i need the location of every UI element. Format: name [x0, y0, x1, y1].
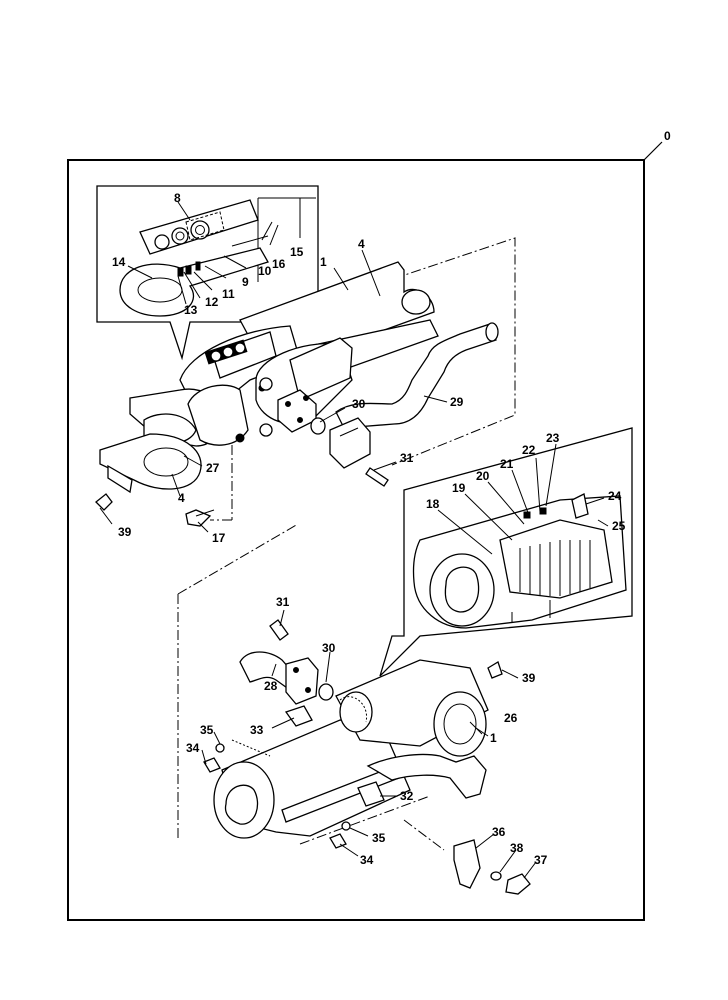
cylinder-tube-assembly: [177, 523, 531, 895]
seal-detail-inset: [96, 185, 319, 361]
rod-and-piston-assembly: [95, 237, 516, 527]
callout-18: 18: [426, 497, 440, 511]
inset-leaders: [127, 201, 279, 305]
callout-38: 38: [510, 841, 524, 855]
callout-34-upper: 34: [186, 741, 200, 755]
callout-15: 15: [290, 245, 304, 259]
callout-22: 22: [522, 443, 536, 457]
callout-13: 13: [184, 303, 198, 317]
callout-14: 14: [112, 255, 126, 269]
diagram-frame: [67, 159, 645, 921]
callout-34-lower: 34: [360, 853, 374, 867]
callout-17: 17: [212, 531, 226, 545]
callout-33: 33: [250, 723, 264, 737]
callout-25: 25: [612, 519, 626, 533]
callout-4-lower: 4: [178, 491, 185, 505]
callout-39-lower: 39: [522, 671, 536, 685]
callout-12: 12: [205, 295, 219, 309]
sheet-leader: [643, 141, 663, 161]
part-callouts: 8 15 16 10 9 14 11 12 13 1 4 29 30 31 27…: [112, 191, 626, 867]
lower-leaders: [201, 609, 537, 879]
callout-30-lower: 30: [322, 641, 336, 655]
callout-4-upper: 4: [358, 237, 365, 251]
upper-leaders: [99, 249, 448, 533]
callout-27: 27: [206, 461, 220, 475]
callout-20: 20: [476, 469, 490, 483]
callout-39-upper: 39: [118, 525, 132, 539]
callout-32: 32: [400, 789, 414, 803]
callout-10: 10: [258, 264, 272, 278]
callout-1-upper: 1: [320, 255, 327, 269]
callout-37: 37: [534, 853, 548, 867]
callout-29: 29: [450, 395, 464, 409]
callout-31-upper: 31: [400, 451, 414, 465]
piston-detail-inset: [379, 427, 633, 677]
callout-30-upper: 30: [352, 397, 366, 411]
callout-8: 8: [174, 191, 181, 205]
callout-31-lower: 31: [276, 595, 290, 609]
right-inset-leaders: [437, 443, 609, 555]
callout-24: 24: [608, 489, 622, 503]
callout-35-upper: 35: [200, 723, 214, 737]
callout-28: 28: [264, 679, 278, 693]
callout-1-lower: 1: [490, 731, 497, 745]
callout-26: 26: [504, 711, 518, 725]
callout-16: 16: [272, 257, 286, 271]
callout-36: 36: [492, 825, 506, 839]
callout-35-lower: 35: [372, 831, 386, 845]
sheet-number: 0: [664, 129, 671, 143]
callout-9: 9: [242, 275, 249, 289]
callout-11: 11: [222, 287, 235, 301]
callout-19: 19: [452, 481, 466, 495]
callout-23: 23: [546, 431, 560, 445]
callout-21: 21: [500, 457, 514, 471]
